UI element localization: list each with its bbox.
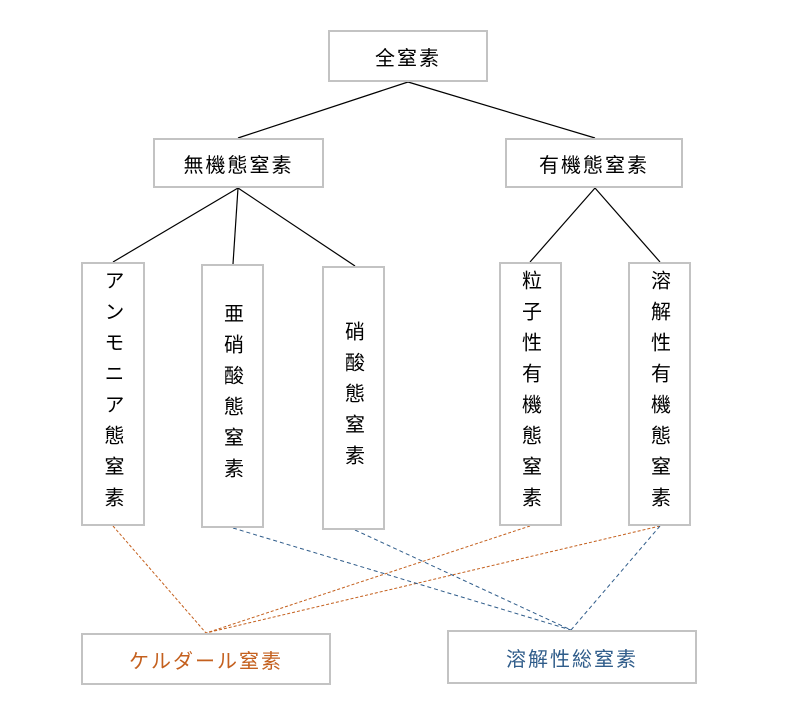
node-kjeldahl-nitrogen: ケルダール窒素 (81, 633, 331, 685)
node-nitrate-nitrogen: 硝酸態窒素 (322, 266, 385, 530)
edge-inorganic-nitrite (232, 187, 239, 265)
kjeldahl-link-particulate (205, 525, 531, 634)
node-dissolved-organic-nitrogen-label: 溶解性有機態窒素 (647, 270, 672, 518)
node-ammonia-nitrogen-label: アンモニア態窒素 (101, 270, 125, 518)
edge-organic-dissolved (594, 187, 661, 263)
edge-total-inorganic (237, 81, 409, 139)
node-dissolved-total-nitrogen-label: 溶解性総窒素 (506, 646, 638, 671)
node-organic-nitrogen: 有機態窒素 (505, 138, 683, 188)
node-inorganic-nitrogen: 無機態窒素 (153, 138, 324, 188)
node-nitrite-nitrogen: 亜硝酸態窒素 (201, 264, 264, 528)
kjeldahl-link-ammonia (112, 525, 207, 634)
dissolved-total-link-dissolved (570, 525, 661, 631)
edge-total-organic (407, 81, 596, 139)
node-organic-nitrogen-label: 有機態窒素 (539, 152, 649, 177)
kjeldahl-link-dissolved (205, 525, 661, 634)
edge-inorganic-ammonia (112, 187, 239, 263)
node-inorganic-nitrogen-label: 無機態窒素 (183, 152, 294, 177)
dissolved-total-link-nitrite (232, 527, 572, 631)
edge-organic-particulate (529, 187, 596, 263)
node-ammonia-nitrogen: アンモニア態窒素 (81, 262, 145, 526)
node-total-nitrogen-label: 全窒素 (375, 45, 441, 70)
node-nitrate-nitrogen-label: 硝酸態窒素 (341, 320, 366, 476)
edge-inorganic-nitrate (237, 187, 356, 267)
node-kjeldahl-nitrogen-label: ケルダール窒素 (129, 648, 283, 673)
node-dissolved-total-nitrogen: 溶解性総窒素 (447, 630, 697, 684)
node-particulate-organic-nitrogen-label: 粒子性有機態窒素 (518, 270, 543, 518)
node-total-nitrogen: 全窒素 (328, 30, 488, 82)
node-nitrite-nitrogen-label: 亜硝酸態窒素 (220, 303, 245, 489)
dissolved-total-link-nitrate (354, 529, 572, 631)
node-dissolved-organic-nitrogen: 溶解性有機態窒素 (628, 262, 691, 526)
node-particulate-organic-nitrogen: 粒子性有機態窒素 (499, 262, 562, 526)
